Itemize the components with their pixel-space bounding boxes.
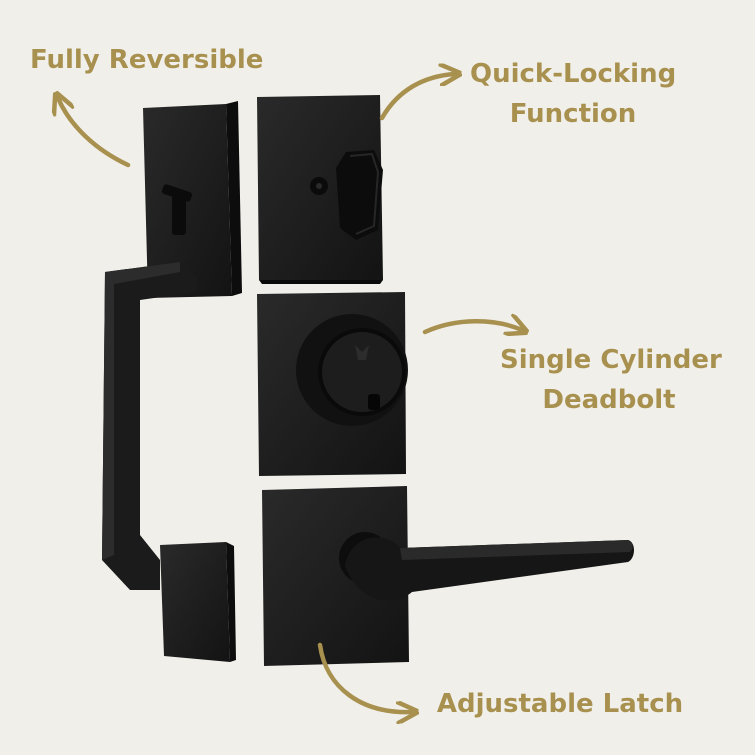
handleset-grip	[102, 262, 198, 590]
callout-adjustable-latch: Adjustable Latch	[436, 684, 684, 724]
callout-line: Deadbolt	[542, 385, 676, 415]
arrow-adjustable-latch	[317, 642, 412, 712]
thumbturn-rose	[257, 95, 383, 284]
callout-line: Fully Reversible	[30, 45, 264, 75]
callout-line: Quick-Locking	[470, 59, 677, 89]
arrow-single-cylinder	[422, 321, 522, 332]
callout-line: Function	[509, 99, 637, 129]
callout-single-cylinder: Single Cylinder Deadbolt	[500, 340, 722, 420]
deadbolt-cylinder	[257, 292, 408, 476]
arrow-quick-locking	[379, 74, 455, 121]
arrow-fully-reversible	[58, 98, 131, 168]
callout-line: Adjustable Latch	[436, 689, 684, 719]
handleset-top-plate	[143, 101, 242, 298]
handleset-bottom-plate	[160, 542, 236, 662]
callout-quick-locking: Quick-Locking Function	[470, 54, 676, 134]
lever-latch	[262, 486, 634, 666]
callout-line: Single Cylinder	[500, 345, 722, 375]
callout-fully-reversible: Fully Reversible	[30, 40, 264, 80]
